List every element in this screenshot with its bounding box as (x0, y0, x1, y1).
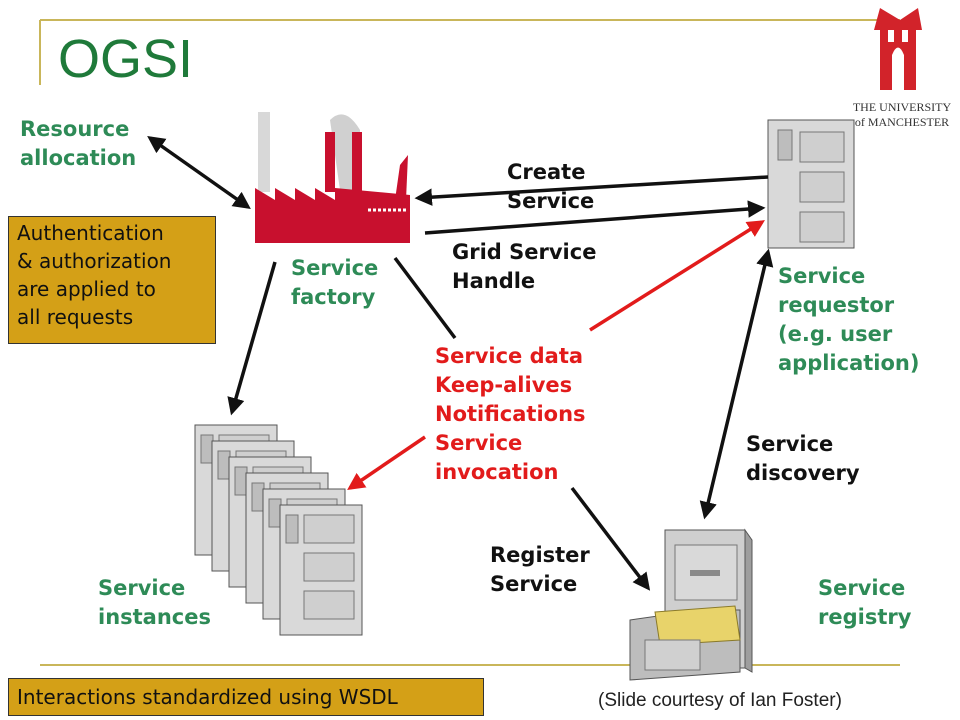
university-wordmark: THE UNIVERSITY of MANCHESTER (852, 100, 952, 129)
arrows (147, 135, 774, 591)
service-registry-label: Service registry (818, 576, 912, 629)
factory-icon (255, 112, 410, 243)
resource-allocation-label: Resource allocation (20, 117, 137, 170)
file-cabinet-icon (629, 528, 753, 681)
grid-service-handle-label: Grid Service Handle (452, 240, 597, 293)
auth-box: Authentication & authorization are appli… (8, 216, 216, 344)
service-instances-label: Service instances (98, 576, 211, 629)
create-service-label: Create Service (507, 160, 595, 213)
service-instances-icon (194, 424, 363, 636)
server-icon (767, 119, 855, 249)
slide-frame (39, 19, 900, 666)
wsdl-box: Interactions standardized using WSDL (8, 678, 484, 716)
credit-text: (Slide courtesy of Ian Foster) (598, 690, 842, 711)
service-data-label: Service data Keep-alives Notifications S… (435, 344, 586, 484)
slide-title: OGSI (58, 29, 194, 89)
service-requestor-label: Service requestor (e.g. user application… (778, 264, 920, 375)
instance-server-icon (279, 504, 363, 636)
service-factory-label: Service factory (291, 256, 379, 309)
register-service-label: Register Service (490, 543, 590, 596)
service-discovery-label: Service discovery (746, 432, 860, 485)
university-crest-icon (874, 8, 922, 90)
